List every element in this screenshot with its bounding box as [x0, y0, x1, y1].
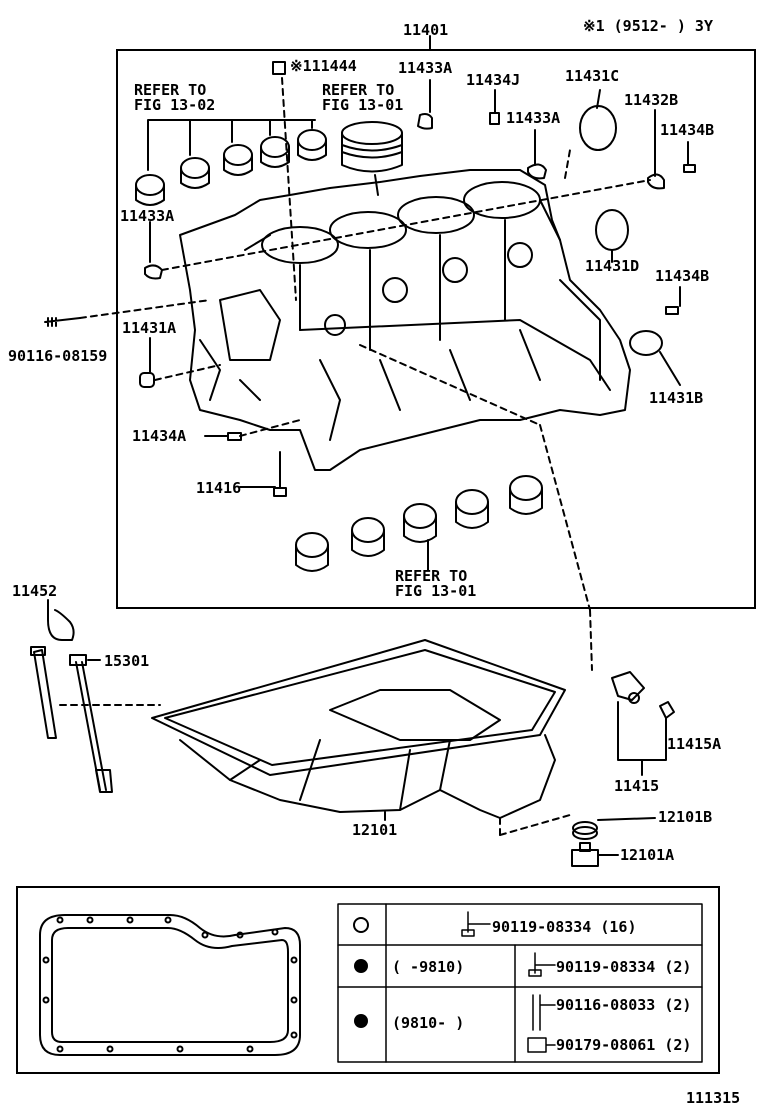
row2-range: ( -9810) [392, 958, 465, 976]
legend-frame [16, 886, 720, 1074]
header-note: ※1 (9512- ) 3Y [583, 17, 713, 35]
dipstick-guide [69, 654, 113, 793]
dipstick [30, 599, 75, 739]
legend-table [337, 903, 703, 1063]
oil-pan [151, 639, 566, 821]
label-11434a: 11434A [132, 427, 187, 445]
filled-circle-symbol [354, 959, 368, 973]
label-11431d: 11431D [585, 257, 640, 275]
oil-pan-gasket [39, 914, 301, 1056]
refer-1301-line2: FIG 13-01 [322, 96, 404, 114]
label-11434b-mid: 11434B [655, 267, 710, 285]
row1-part: 90119-08334 (16) [492, 918, 637, 936]
drain-plug [571, 817, 656, 867]
label-11434j: 11434J [466, 71, 521, 89]
label-11452: 11452 [12, 582, 58, 600]
open-circle-symbol [353, 917, 369, 933]
oil-pressure-switch [611, 671, 675, 776]
filled-circle-symbol-2 [354, 1014, 368, 1028]
leader-lines [149, 79, 689, 488]
label-15301: 15301 [104, 652, 150, 670]
label-12101a: 12101A [620, 846, 675, 864]
label-11431c: 11431C [565, 67, 620, 85]
dashed-guides [59, 77, 651, 836]
label-11431b: 11431B [649, 389, 704, 407]
engine-block-frame [116, 49, 756, 609]
upper-bearings [135, 129, 327, 206]
label-11432b: 11432B [624, 91, 679, 109]
label-11434b-top: 11434B [660, 121, 715, 139]
label-12101b: 12101B [658, 808, 713, 826]
label-11415a: 11415A [667, 735, 722, 753]
legend-bolts [461, 911, 556, 1053]
label-11431a: 11431A [122, 319, 177, 337]
engine-block [179, 169, 631, 471]
label-11416: 11416 [196, 479, 242, 497]
label-11415: 11415 [614, 777, 660, 795]
refer-1301-line1: REFER TO [322, 81, 395, 99]
leader-refer-1302 [147, 119, 316, 171]
header-part-number: 11401 [403, 21, 449, 39]
row3-range: (9810- ) [392, 1014, 465, 1032]
refer-bottom-line1: REFER TO [395, 567, 468, 585]
row3-part-a: 90116-08033 (2) [556, 996, 692, 1014]
refer-bottom-line2: FIG 13-01 [395, 582, 477, 600]
label-12101: 12101 [352, 821, 398, 839]
row2-part: 90119-08334 (2) [556, 958, 692, 976]
refer-1302-line1: REFER TO [134, 81, 207, 99]
row3-part-b: 90179-08061 (2) [556, 1036, 692, 1054]
label-11433a-left: 11433A [120, 207, 175, 225]
label-111444: ※111444 [290, 57, 357, 75]
refer-1302-line2: FIG 13-02 [134, 96, 216, 114]
label-90116-08159: 90116-08159 [8, 347, 108, 365]
label-11433a-right: 11433A [506, 109, 561, 127]
lower-bearings [295, 475, 543, 572]
label-11433a-top: 11433A [398, 59, 453, 77]
piston [341, 121, 403, 196]
figure-number: 111315 [686, 1089, 741, 1107]
